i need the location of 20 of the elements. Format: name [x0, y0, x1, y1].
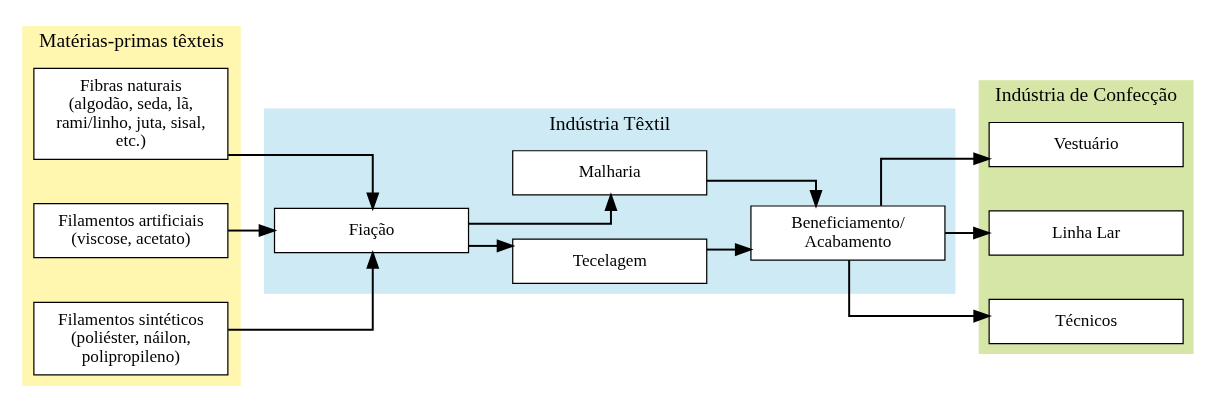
- arrow: [227, 250, 380, 331]
- node-box: Tecelagem: [512, 238, 708, 284]
- arrow: [705, 179, 823, 209]
- node-box: Filamentos artificiais (viscose, acetato): [33, 202, 229, 259]
- node-box: Malharia: [512, 150, 708, 196]
- node-box: Vestuário: [988, 121, 1184, 168]
- arrow: [467, 239, 516, 253]
- arrow: [227, 224, 278, 238]
- node-box: Fibras naturais (algodão, seda, lã, rami/linho, juta, sisal, etc.): [33, 67, 229, 160]
- arrow: [467, 192, 618, 225]
- node-box: Fiação: [273, 207, 470, 254]
- arrow: [227, 154, 380, 212]
- node-box: Filamentos sintéticos (poliéster, náilon, polipropileno): [33, 301, 229, 376]
- node-box: Técnicos: [988, 298, 1184, 345]
- arrow: [880, 152, 992, 207]
- node-box: Beneficiamento/ Acabamento: [750, 205, 946, 261]
- node-box: Linha Lar: [988, 210, 1184, 256]
- arrow: [706, 243, 754, 257]
- arrow: [944, 226, 992, 240]
- arrow: [848, 259, 993, 323]
